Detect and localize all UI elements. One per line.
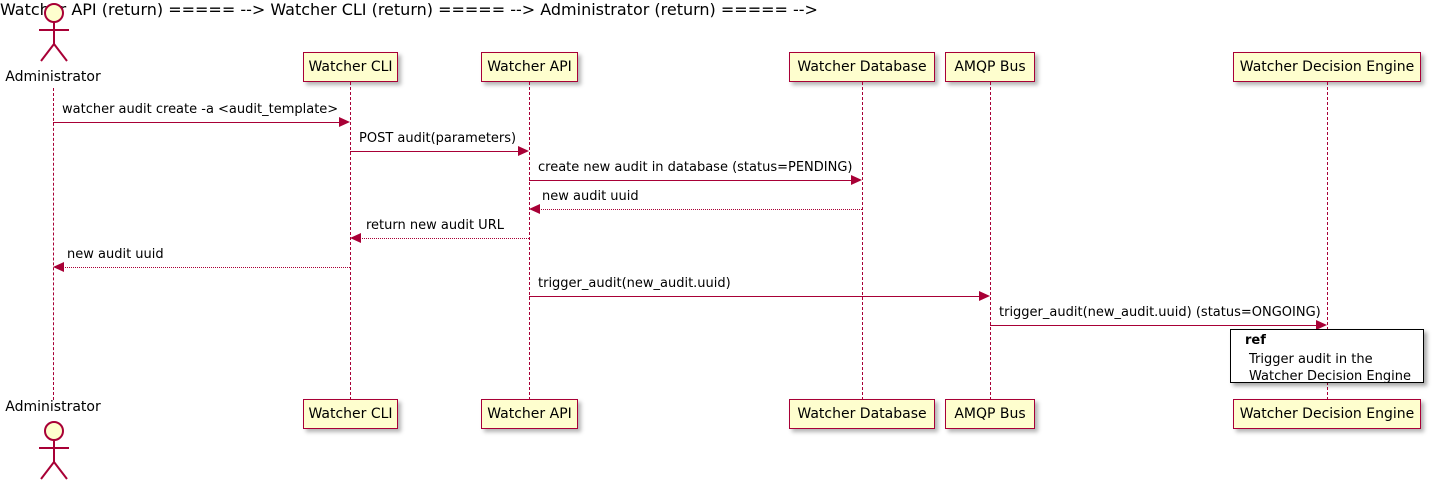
participant-watcher-database-top[interactable]: Watcher Database bbox=[789, 52, 935, 82]
ref-fragment: ref Trigger audit in the Watcher Decisio… bbox=[1228, 327, 1424, 384]
message-arrowhead-1 bbox=[518, 146, 529, 156]
message-label-2: create new audit in database (status=PEN… bbox=[538, 160, 853, 175]
ref-tab-label: ref bbox=[1245, 333, 1266, 348]
message-arrowhead-5 bbox=[53, 262, 64, 272]
message-label-3: new audit uuid bbox=[542, 189, 639, 204]
message-line-2 bbox=[529, 180, 860, 181]
message-arrowhead-6 bbox=[979, 291, 990, 301]
message-label-1: POST audit(parameters) bbox=[359, 131, 517, 146]
participant-watcher-decision-engine-bottom[interactable]: Watcher Decision Engine bbox=[1233, 399, 1421, 429]
actor-label-administrator-bottom: Administrator bbox=[5, 399, 101, 415]
actor-administrator-top bbox=[39, 3, 69, 62]
participant-watcher-cli-bottom[interactable]: Watcher CLI bbox=[303, 399, 398, 429]
message-line-7 bbox=[990, 325, 1325, 326]
lifeline-amqp-bus bbox=[990, 82, 991, 400]
message-label-4: return new audit URL bbox=[366, 218, 504, 233]
message-line-6 bbox=[529, 296, 988, 297]
lifeline-administrator bbox=[53, 88, 54, 400]
message-line-5 bbox=[55, 267, 350, 268]
participant-watcher-api-top[interactable]: Watcher API bbox=[481, 52, 578, 82]
message-line-0 bbox=[53, 122, 348, 123]
message-arrowhead-0 bbox=[339, 117, 350, 127]
message-label-5: new audit uuid bbox=[67, 247, 164, 262]
message-arrowhead-2 bbox=[851, 175, 862, 185]
participant-watcher-database-bottom[interactable]: Watcher Database bbox=[789, 399, 935, 429]
message-arrowhead-3 bbox=[529, 204, 540, 214]
lifeline-watcher-api bbox=[529, 82, 530, 400]
ref-body-line-2: Watcher Decision Engine bbox=[1249, 369, 1411, 384]
participant-watcher-api-bottom[interactable]: Watcher API bbox=[481, 399, 578, 429]
ref-body-line-1: Trigger audit in the bbox=[1249, 352, 1373, 367]
message-line-3 bbox=[531, 209, 862, 210]
message-line-4 bbox=[352, 238, 529, 239]
participant-amqp-bus-top[interactable]: AMQP Bus bbox=[945, 52, 1035, 82]
actor-administrator-bottom bbox=[39, 421, 69, 480]
lifeline-watcher-decision-engine bbox=[1327, 82, 1328, 400]
message-label-6: trigger_audit(new_audit.uuid) bbox=[538, 276, 731, 291]
message-label-0: watcher audit create -a <audit_template> bbox=[62, 102, 339, 117]
message-arrowhead-4 bbox=[350, 233, 361, 243]
participant-amqp-bus-bottom[interactable]: AMQP Bus bbox=[945, 399, 1035, 429]
message-label-7: trigger_audit(new_audit.uuid) (status=ON… bbox=[999, 305, 1321, 320]
lifeline-watcher-database bbox=[862, 82, 863, 400]
participant-watcher-decision-engine-top[interactable]: Watcher Decision Engine bbox=[1233, 52, 1421, 82]
message-arrowhead-7 bbox=[1316, 320, 1327, 330]
participant-watcher-cli-top[interactable]: Watcher CLI bbox=[303, 52, 398, 82]
message-line-1 bbox=[350, 151, 527, 152]
actor-label-administrator-top: Administrator bbox=[5, 69, 101, 85]
